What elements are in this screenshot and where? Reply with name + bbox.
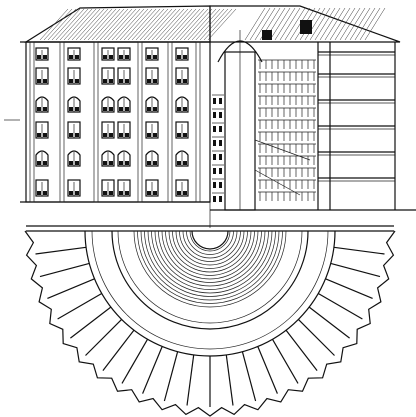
plan-rings: [84, 230, 336, 357]
elevation-pilasters: [29, 41, 201, 203]
plan-cells: [35, 246, 385, 407]
plan-inspection-core: [133, 230, 287, 308]
elevation-windows: [35, 47, 189, 197]
elevation-view: [20, 5, 237, 203]
section-galleries: [212, 59, 316, 202]
plan-outer-wall: [24, 230, 396, 417]
section-cell-floors: [317, 42, 395, 210]
elevation-roof: [23, 5, 237, 43]
inspection-tower: [217, 30, 263, 211]
half-plan-view: [24, 225, 396, 417]
section-roof: [209, 5, 401, 43]
section-view: [209, 5, 416, 211]
